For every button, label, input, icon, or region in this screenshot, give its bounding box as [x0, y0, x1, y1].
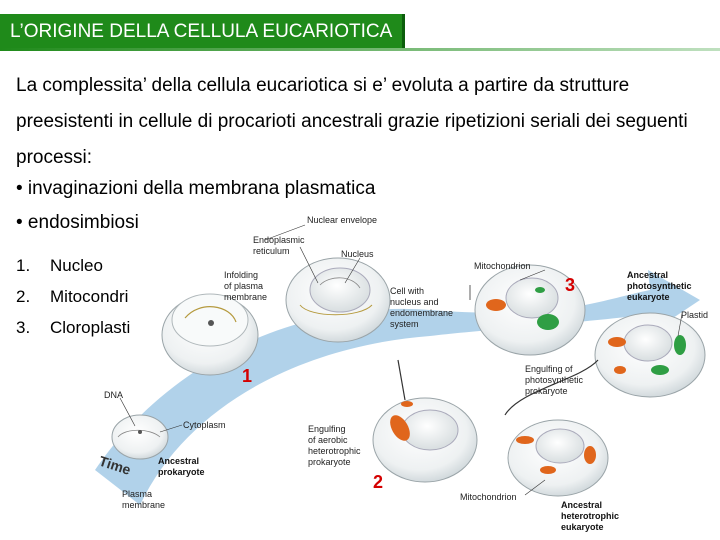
label-cell-with-2: nucleus and — [390, 297, 439, 307]
list-text: Mitocondri — [50, 287, 128, 306]
engulfing-aerobic-cell — [373, 398, 477, 482]
list-item-cloroplasti: 3.Cloroplasti — [16, 312, 130, 343]
label-infolding-2: of plasma — [224, 281, 263, 291]
nucleated-cell — [286, 258, 390, 342]
title-bar: L’ORIGINE DELLA CELLULA EUCARIOTICA — [0, 0, 720, 52]
bullet-endosimbiosi: • endosimbiosi — [16, 206, 375, 240]
label-infolding-1: Infolding — [224, 270, 258, 280]
intro-paragraph: La complessita’ della cellula eucariotic… — [16, 68, 706, 176]
bullet-invaginazioni: • invaginazioni della membrana plasmatic… — [16, 172, 375, 206]
ancestral-photosynthetic-eukaryote-cell — [595, 313, 705, 397]
label-cell-with-3: endomembrane — [390, 308, 453, 318]
label-ancestral-het-3: eukaryote — [561, 522, 604, 532]
label-mitochondrion-bottom: Mitochondrion — [460, 492, 517, 502]
label-engulf-aerobic-4: prokaryote — [308, 457, 351, 467]
label-ancestral-prok-1: Ancestral — [158, 456, 199, 466]
step-marker-3: 3 — [565, 275, 575, 295]
label-ancestral-photo-1: Ancestral — [627, 270, 668, 280]
label-engulf-aerobic-3: heterotrophic — [308, 446, 361, 456]
title-underline — [0, 48, 720, 51]
label-plastid: Plastid — [681, 310, 708, 320]
list-item-mitocondri: 2.Mitocondri — [16, 281, 130, 312]
label-engulf-photo-3: prokaryote — [525, 386, 568, 396]
label-infolding-3: membrane — [224, 292, 267, 302]
label-mitochondrion-top: Mitochondrion — [474, 261, 531, 271]
label-ancestral-het-2: heterotrophic — [561, 511, 619, 521]
label-engulf-aerobic-1: Engulfing — [308, 424, 346, 434]
label-ancestral-photo-3: eukaryote — [627, 292, 670, 302]
step-marker-1: 1 — [242, 366, 252, 386]
label-engulf-aerobic-2: of aerobic — [308, 435, 348, 445]
list-text: Nucleo — [50, 256, 103, 275]
label-cell-with-4: system — [390, 319, 419, 329]
label-plasma-mem-1: Plasma — [122, 489, 152, 499]
label-ancestral-photo-2: photosynthetic — [627, 281, 692, 291]
label-plasma-mem-2: membrane — [122, 500, 165, 510]
organelle-list: 1.Nucleo 2.Mitocondri 3.Cloroplasti — [16, 250, 130, 343]
label-nucleus: Nucleus — [341, 249, 374, 259]
list-text: Cloroplasti — [50, 318, 130, 337]
label-ancestral-prok-2: prokaryote — [158, 467, 205, 477]
list-item-nucleo: 1.Nucleo — [16, 250, 130, 281]
list-number: 1. — [16, 250, 50, 281]
label-engulf-photo-1: Engulfing of — [525, 364, 573, 374]
label-cell-with-1: Cell with — [390, 286, 424, 296]
infolding-cell — [162, 294, 258, 375]
ancestral-prokaryote-cell — [112, 415, 168, 459]
process-bullets: • invaginazioni della membrana plasmatic… — [16, 172, 375, 240]
label-cytoplasm: Cytoplasm — [183, 420, 226, 430]
label-engulf-photo-2: photosynthetic — [525, 375, 584, 385]
list-number: 2. — [16, 281, 50, 312]
step-marker-2: 2 — [373, 472, 383, 492]
list-number: 3. — [16, 312, 50, 343]
label-er-line2: reticulum — [253, 246, 290, 256]
slide-title: L’ORIGINE DELLA CELLULA EUCARIOTICA — [0, 14, 405, 48]
ancestral-heterotrophic-eukaryote-cell — [508, 420, 608, 496]
label-dna: DNA — [104, 390, 123, 400]
label-ancestral-het-1: Ancestral — [561, 500, 602, 510]
process-arrow-down — [398, 360, 405, 400]
